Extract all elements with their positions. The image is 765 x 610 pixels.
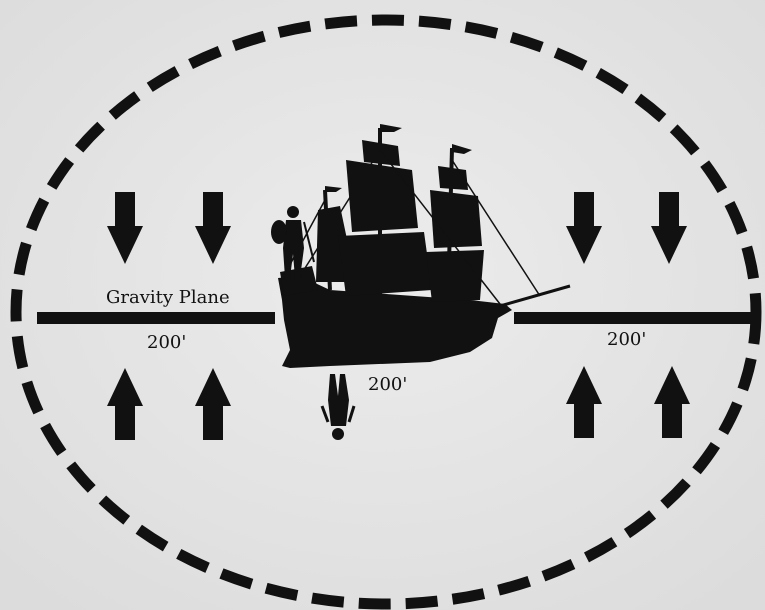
distance-label-left: 200' [147,333,186,353]
gravity-plane-label: Gravity Plane [106,288,230,308]
gravity-plane-right [514,312,753,324]
distance-label-right: 200' [607,330,646,350]
distance-label-below-ship: 200' [368,375,407,395]
gravity-plane-left [37,312,275,324]
